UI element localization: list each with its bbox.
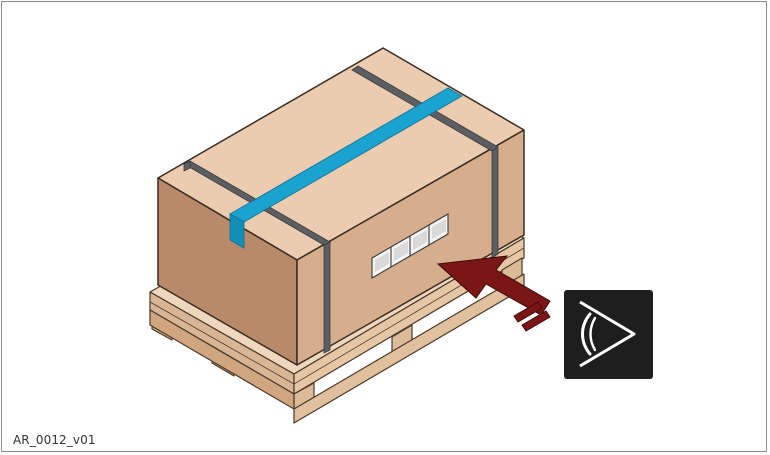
arrow-dash: [513, 301, 543, 323]
strap: [323, 241, 331, 354]
arrow-dash: [521, 310, 551, 332]
strap: [491, 146, 499, 259]
arrow-icon: [436, 255, 551, 332]
eye-icon: [564, 290, 653, 379]
figure-id-label: AR_0012_v01: [13, 433, 96, 447]
tape: [229, 87, 463, 249]
label-icon: [371, 213, 449, 279]
tape-strip: [229, 213, 245, 249]
strap: [183, 160, 191, 172]
